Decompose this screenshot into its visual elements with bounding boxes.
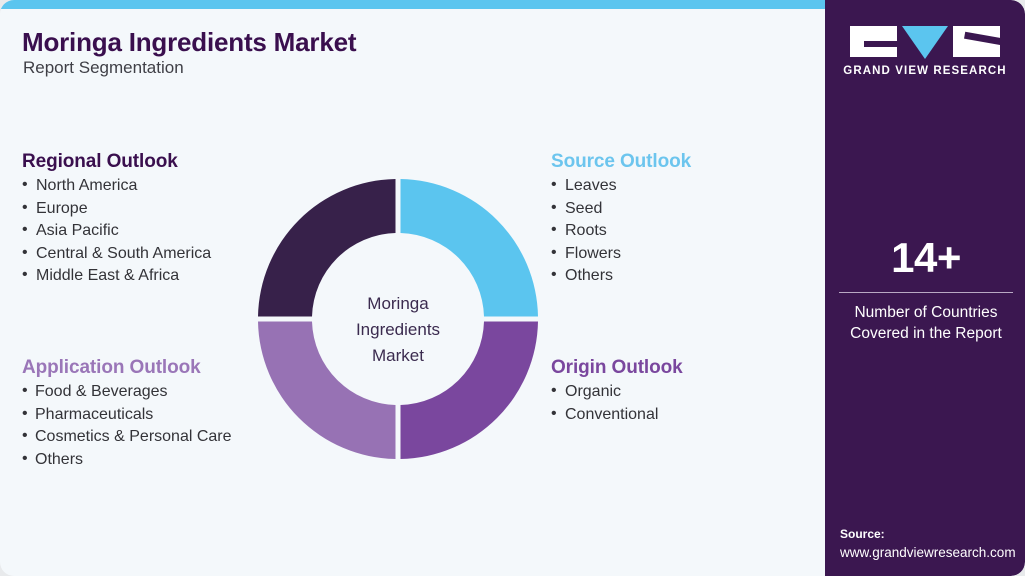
list-item: Europe [22, 197, 211, 221]
list-item: Pharmaceuticals [22, 403, 232, 427]
list-item: Cosmetics & Personal Care [22, 425, 232, 449]
list-item: Middle East & Africa [22, 264, 211, 288]
regional-outlook-list: North America Europe Asia Pacific Centra… [22, 174, 211, 288]
donut-segment-origin [400, 321, 538, 459]
origin-outlook-list: Organic Conventional [551, 380, 683, 427]
page-subtitle: Report Segmentation [23, 58, 184, 77]
donut-segment-source [400, 179, 538, 317]
logo-wordmark: GRAND VIEW RESEARCH [843, 65, 1007, 77]
logo-marks [825, 26, 1025, 59]
list-item: North America [22, 174, 211, 198]
list-item: Central & South America [22, 242, 211, 266]
donut-center-line-2: Ingredients [355, 320, 441, 339]
source-outlook-list: Leaves Seed Roots Flowers Others [551, 174, 691, 288]
top-accent-strip [0, 0, 825, 9]
main-content-area: Moringa Ingredients Market Report Segmen… [0, 9, 825, 576]
source-outlook-block: Source Outlook Leaves Seed Roots Flowers… [551, 151, 691, 288]
donut-segment-regional [258, 179, 396, 317]
list-item: Flowers [551, 242, 691, 266]
donut-segment-application [258, 321, 396, 459]
logo-r-icon [953, 26, 1000, 57]
list-item: Leaves [551, 174, 691, 198]
stat-label: Number of Countries Covered in the Repor… [837, 302, 1015, 344]
origin-outlook-block: Origin Outlook Organic Conventional [551, 357, 683, 426]
origin-outlook-heading: Origin Outlook [551, 357, 683, 378]
regional-outlook-block: Regional Outlook North America Europe As… [22, 151, 211, 288]
regional-outlook-heading: Regional Outlook [22, 151, 178, 172]
list-item: Others [22, 448, 232, 472]
list-item: Roots [551, 219, 691, 243]
list-item: Seed [551, 197, 691, 221]
list-item: Others [551, 264, 691, 288]
logo-g-icon [850, 26, 897, 57]
list-item: Food & Beverages [22, 380, 232, 404]
source-url[interactable]: www.grandviewresearch.com [840, 545, 1016, 560]
logo-v-triangle-icon [902, 26, 948, 59]
application-outlook-list: Food & Beverages Pharmaceuticals Cosmeti… [22, 380, 232, 472]
stat-block: 14+ Number of Countries Covered in the R… [837, 237, 1015, 344]
source-footer: Source: www.grandviewresearch.com [840, 525, 1016, 562]
stat-label-line-2: Covered in the Report [850, 325, 1002, 342]
donut-chart: Moringa Ingredients Market [256, 167, 540, 471]
stat-value: 14+ [891, 234, 961, 281]
source-label: Source: [840, 527, 885, 541]
stat-divider [839, 292, 1013, 293]
application-outlook-block: Application Outlook Food & Beverages Pha… [22, 357, 232, 471]
application-outlook-heading: Application Outlook [22, 357, 201, 378]
list-item: Conventional [551, 403, 683, 427]
donut-svg [258, 179, 538, 459]
donut-center-line-1: Moringa [367, 294, 429, 313]
list-item: Asia Pacific [22, 219, 211, 243]
stat-label-line-1: Number of Countries [854, 304, 998, 321]
donut-center-line-3: Market [372, 346, 424, 365]
list-item: Organic [551, 380, 683, 404]
sidebar-panel: GRAND VIEW RESEARCH 14+ Number of Countr… [825, 0, 1025, 576]
page-title: Moringa Ingredients Market [22, 27, 357, 57]
brand-logo: GRAND VIEW RESEARCH [825, 26, 1025, 77]
donut-center-label: Moringa Ingredients Market [256, 291, 540, 369]
source-outlook-heading: Source Outlook [551, 151, 692, 172]
